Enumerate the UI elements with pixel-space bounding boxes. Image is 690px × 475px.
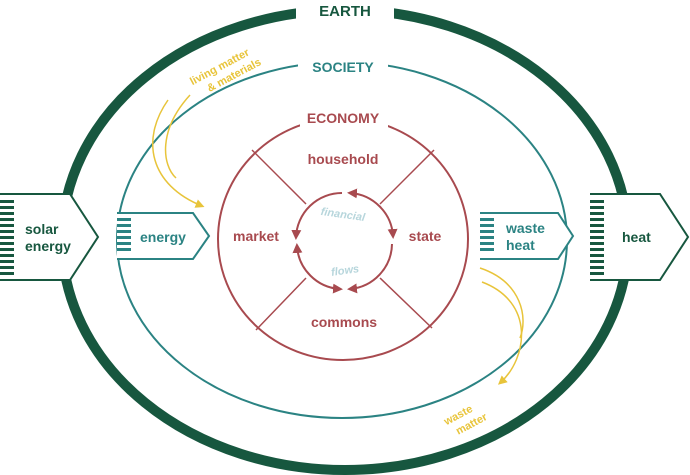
- financial-arrow-top-left: [291, 191, 343, 240]
- financial-label: financial: [320, 206, 367, 224]
- waste-matter-label: waste matter: [441, 399, 490, 441]
- financial-arrow-bottom-right: [347, 243, 393, 294]
- waste-matter-arrow-1: [481, 281, 523, 385]
- living-matter-arrow-1: [152, 99, 205, 208]
- waste-heat-arrow-shape: [480, 212, 575, 260]
- solar-energy-stripes: [0, 200, 14, 275]
- energy-label: energy: [140, 229, 186, 245]
- state-label: state: [409, 228, 442, 244]
- financial-arrow-top-right: [347, 188, 398, 239]
- waste-heat-output: waste heat: [480, 212, 575, 260]
- solar-energy-arrow-shape: [0, 193, 100, 281]
- heat-stripes: [590, 200, 604, 275]
- heat-arrow-shape: [590, 193, 690, 281]
- waste-heat-label: waste heat: [505, 220, 549, 253]
- economy-divider-nw: [251, 149, 307, 205]
- society-label: SOCIETY: [312, 59, 374, 75]
- economy-divider-sw: [255, 277, 307, 331]
- earth-label: EARTH: [319, 3, 371, 20]
- economy-divider-ne: [379, 149, 435, 205]
- energy-stripes: [117, 218, 131, 251]
- market-label: market: [233, 228, 279, 244]
- energy-arrow-shape: [117, 212, 211, 260]
- economy-divider-se: [379, 277, 433, 329]
- economy-label: ECONOMY: [307, 110, 380, 126]
- heat-output: heat: [590, 193, 690, 281]
- solar-energy-label: solar energy: [25, 221, 71, 254]
- flows-label: flows: [330, 263, 360, 279]
- living-matter-arrow-2: [164, 94, 191, 179]
- household-label: household: [308, 151, 379, 167]
- financial-flows: financial flows: [291, 188, 398, 294]
- living-matter-label: living matter & materials: [188, 44, 263, 100]
- financial-arrow-bottom-left: [292, 243, 343, 294]
- energy-input: energy: [117, 212, 211, 260]
- economy-boundary: ECONOMY household market state commons: [217, 107, 469, 361]
- heat-label: heat: [622, 229, 651, 245]
- commons-label: commons: [311, 314, 377, 330]
- solar-energy-input: solar energy: [0, 193, 100, 281]
- waste-heat-stripes: [480, 218, 494, 251]
- waste-matter-arrow-2: [479, 267, 524, 339]
